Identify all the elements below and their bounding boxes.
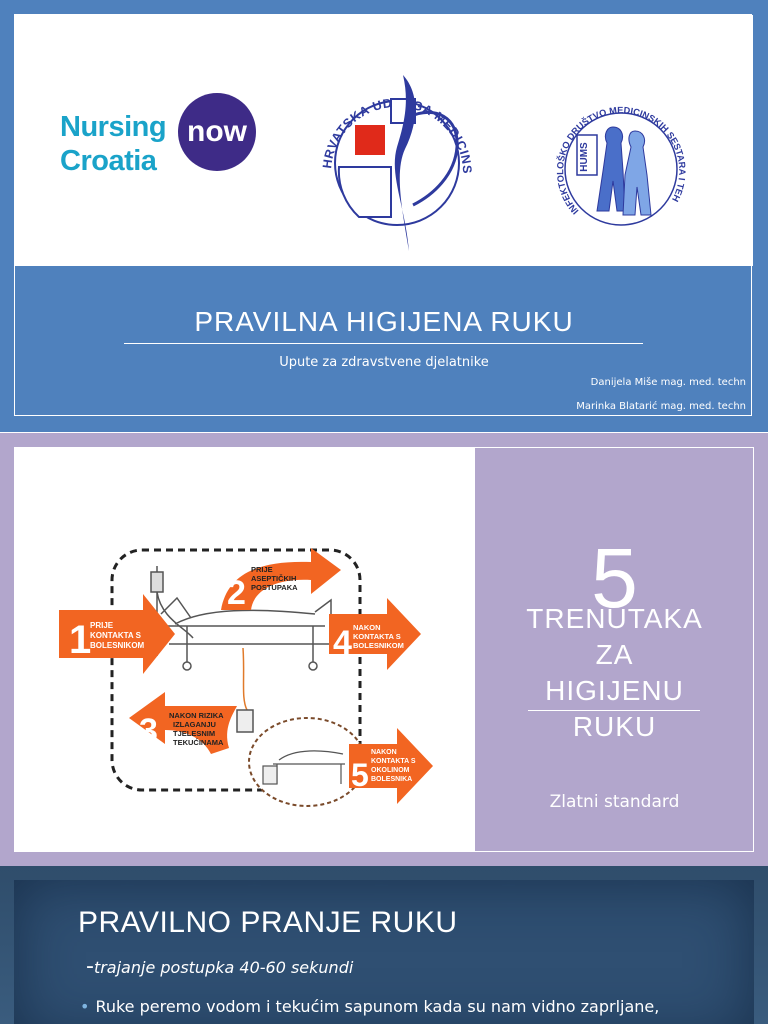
five-moments-illustration: 1 PRIJE KONTAKTA S BOLESNIKOM 2 PRIJE AS… xyxy=(15,448,475,851)
moments-heading-line-3: HIGIJENU xyxy=(545,675,684,706)
bullet-item: • Ruke peremo vodom i tekućim sapunom kad… xyxy=(80,996,720,1018)
nursing-now-logo-country: Croatia xyxy=(60,145,157,177)
svg-text:KONTAKTA S: KONTAKTA S xyxy=(371,758,416,765)
bed-icon xyxy=(150,566,332,733)
moments-heading-line-1: TRENUTAKA xyxy=(526,603,703,634)
hand-washing-slide: PRAVILNO PRANJE RUKU -trajanje postupka … xyxy=(0,866,768,1024)
moment-2-arrow: 2 PRIJE ASEPTIČKIH POSTUPAKA xyxy=(221,548,341,612)
svg-text:IZLAGANJU: IZLAGANJU xyxy=(173,720,216,729)
moments-heading-divider xyxy=(528,710,700,711)
moments-slide-frame xyxy=(14,447,754,852)
hand-washing-title: PRAVILNO PRANJE RUKU xyxy=(78,906,458,939)
author-1: Danijela Miše mag. med. techn xyxy=(590,377,746,388)
idms-logo: INFEKTOLOŠKO DRUŠTVO MEDICINSKIH SESTARA… xyxy=(543,91,687,226)
duration-dash: - xyxy=(86,954,94,979)
svg-text:2: 2 xyxy=(227,574,246,612)
author-2: Marinka Blatarić mag. med. techn xyxy=(576,401,746,412)
svg-text:HUMS: HUMS xyxy=(579,142,590,172)
nursing-now-croatia-logo: Nursing Croatia now xyxy=(60,91,260,191)
svg-text:NAKON RIZIKA: NAKON RIZIKA xyxy=(169,711,224,720)
svg-text:NAKON: NAKON xyxy=(371,749,397,756)
svg-text:4: 4 xyxy=(333,624,352,662)
svg-text:5: 5 xyxy=(351,757,369,793)
moments-heading-line-2: ZA xyxy=(595,639,634,670)
moment-1-arrow: 1 PRIJE KONTAKTA S BOLESNIKOM xyxy=(59,594,175,674)
svg-text:ASEPTIČKIH: ASEPTIČKIH xyxy=(251,574,296,583)
svg-text:OKOLINOM: OKOLINOM xyxy=(371,767,410,774)
hand-washing-duration: -trajanje postupka 40-60 sekundi xyxy=(86,954,353,979)
moments-title-panel: 5 TRENUTAKA ZA HIGIJENU RUKU Zlatni stan… xyxy=(476,448,753,851)
title-slide: Nursing Croatia now HRVATSKA UDRUGA MEDI… xyxy=(0,0,768,432)
svg-text:POSTUPAKA: POSTUPAKA xyxy=(251,583,298,592)
hums-logo: HRVATSKA UDRUGA MEDICINSKIH SESTARA xyxy=(309,55,474,251)
moment-3-arrow: 3 NAKON RIZIKA IZLAGANJU TJELESNIM TEKUĆ… xyxy=(129,692,237,754)
nursing-now-logo-badge: now xyxy=(178,93,256,171)
moment-5-arrow: 5 NAKON KONTAKTA S OKOLINOM BOLESNIKA xyxy=(349,728,433,804)
svg-text:PRIJE: PRIJE xyxy=(90,621,114,630)
title-slide-frame xyxy=(14,14,752,416)
title-divider xyxy=(124,343,643,344)
svg-text:TJELESNIM: TJELESNIM xyxy=(173,729,215,738)
hand-washing-panel xyxy=(14,880,754,1024)
moment-4-arrow: 4 NAKON KONTAKTA S BOLESNIKOM xyxy=(329,598,421,670)
five-moments-slide: 1 PRIJE KONTAKTA S BOLESNIKOM 2 PRIJE AS… xyxy=(0,433,768,866)
svg-text:BOLESNIKOM: BOLESNIKOM xyxy=(90,641,145,650)
nursing-now-logo-word: Nursing xyxy=(60,111,167,143)
moments-heading-line-4: RUKU xyxy=(572,711,657,742)
svg-text:PRIJE: PRIJE xyxy=(251,565,273,574)
svg-text:NAKON: NAKON xyxy=(353,623,381,632)
svg-text:BOLESNIKOM: BOLESNIKOM xyxy=(353,641,404,650)
svg-text:KONTAKTA S: KONTAKTA S xyxy=(353,632,401,641)
moments-count: 5 xyxy=(591,531,638,625)
moments-tagline: Zlatni standard xyxy=(549,792,680,812)
svg-text:1: 1 xyxy=(69,618,91,662)
five-moments-diagram: 1 PRIJE KONTAKTA S BOLESNIKOM 2 PRIJE AS… xyxy=(59,548,433,807)
presentation-title: PRAVILNA HIGIJENA RUKU xyxy=(194,306,574,337)
small-bed-icon xyxy=(262,750,345,785)
bullet-dot-icon: • xyxy=(80,997,90,1016)
presentation-subtitle: Upute za zdravstvene djelatnike xyxy=(279,355,489,370)
svg-text:BOLESNIKA: BOLESNIKA xyxy=(371,776,412,783)
svg-text:KONTAKTA S: KONTAKTA S xyxy=(90,631,142,640)
outer-dashed-loop xyxy=(110,548,362,792)
bullet-text: Ruke peremo vodom i tekućim sapunom kada… xyxy=(95,997,660,1016)
duration-text: trajanje postupka 40-60 sekundi xyxy=(93,958,354,977)
svg-text:3: 3 xyxy=(139,712,158,750)
svg-text:TEKUĆINAMA: TEKUĆINAMA xyxy=(173,738,224,747)
logo-banner: Nursing Croatia now HRVATSKA UDRUGA MEDI… xyxy=(15,15,753,266)
